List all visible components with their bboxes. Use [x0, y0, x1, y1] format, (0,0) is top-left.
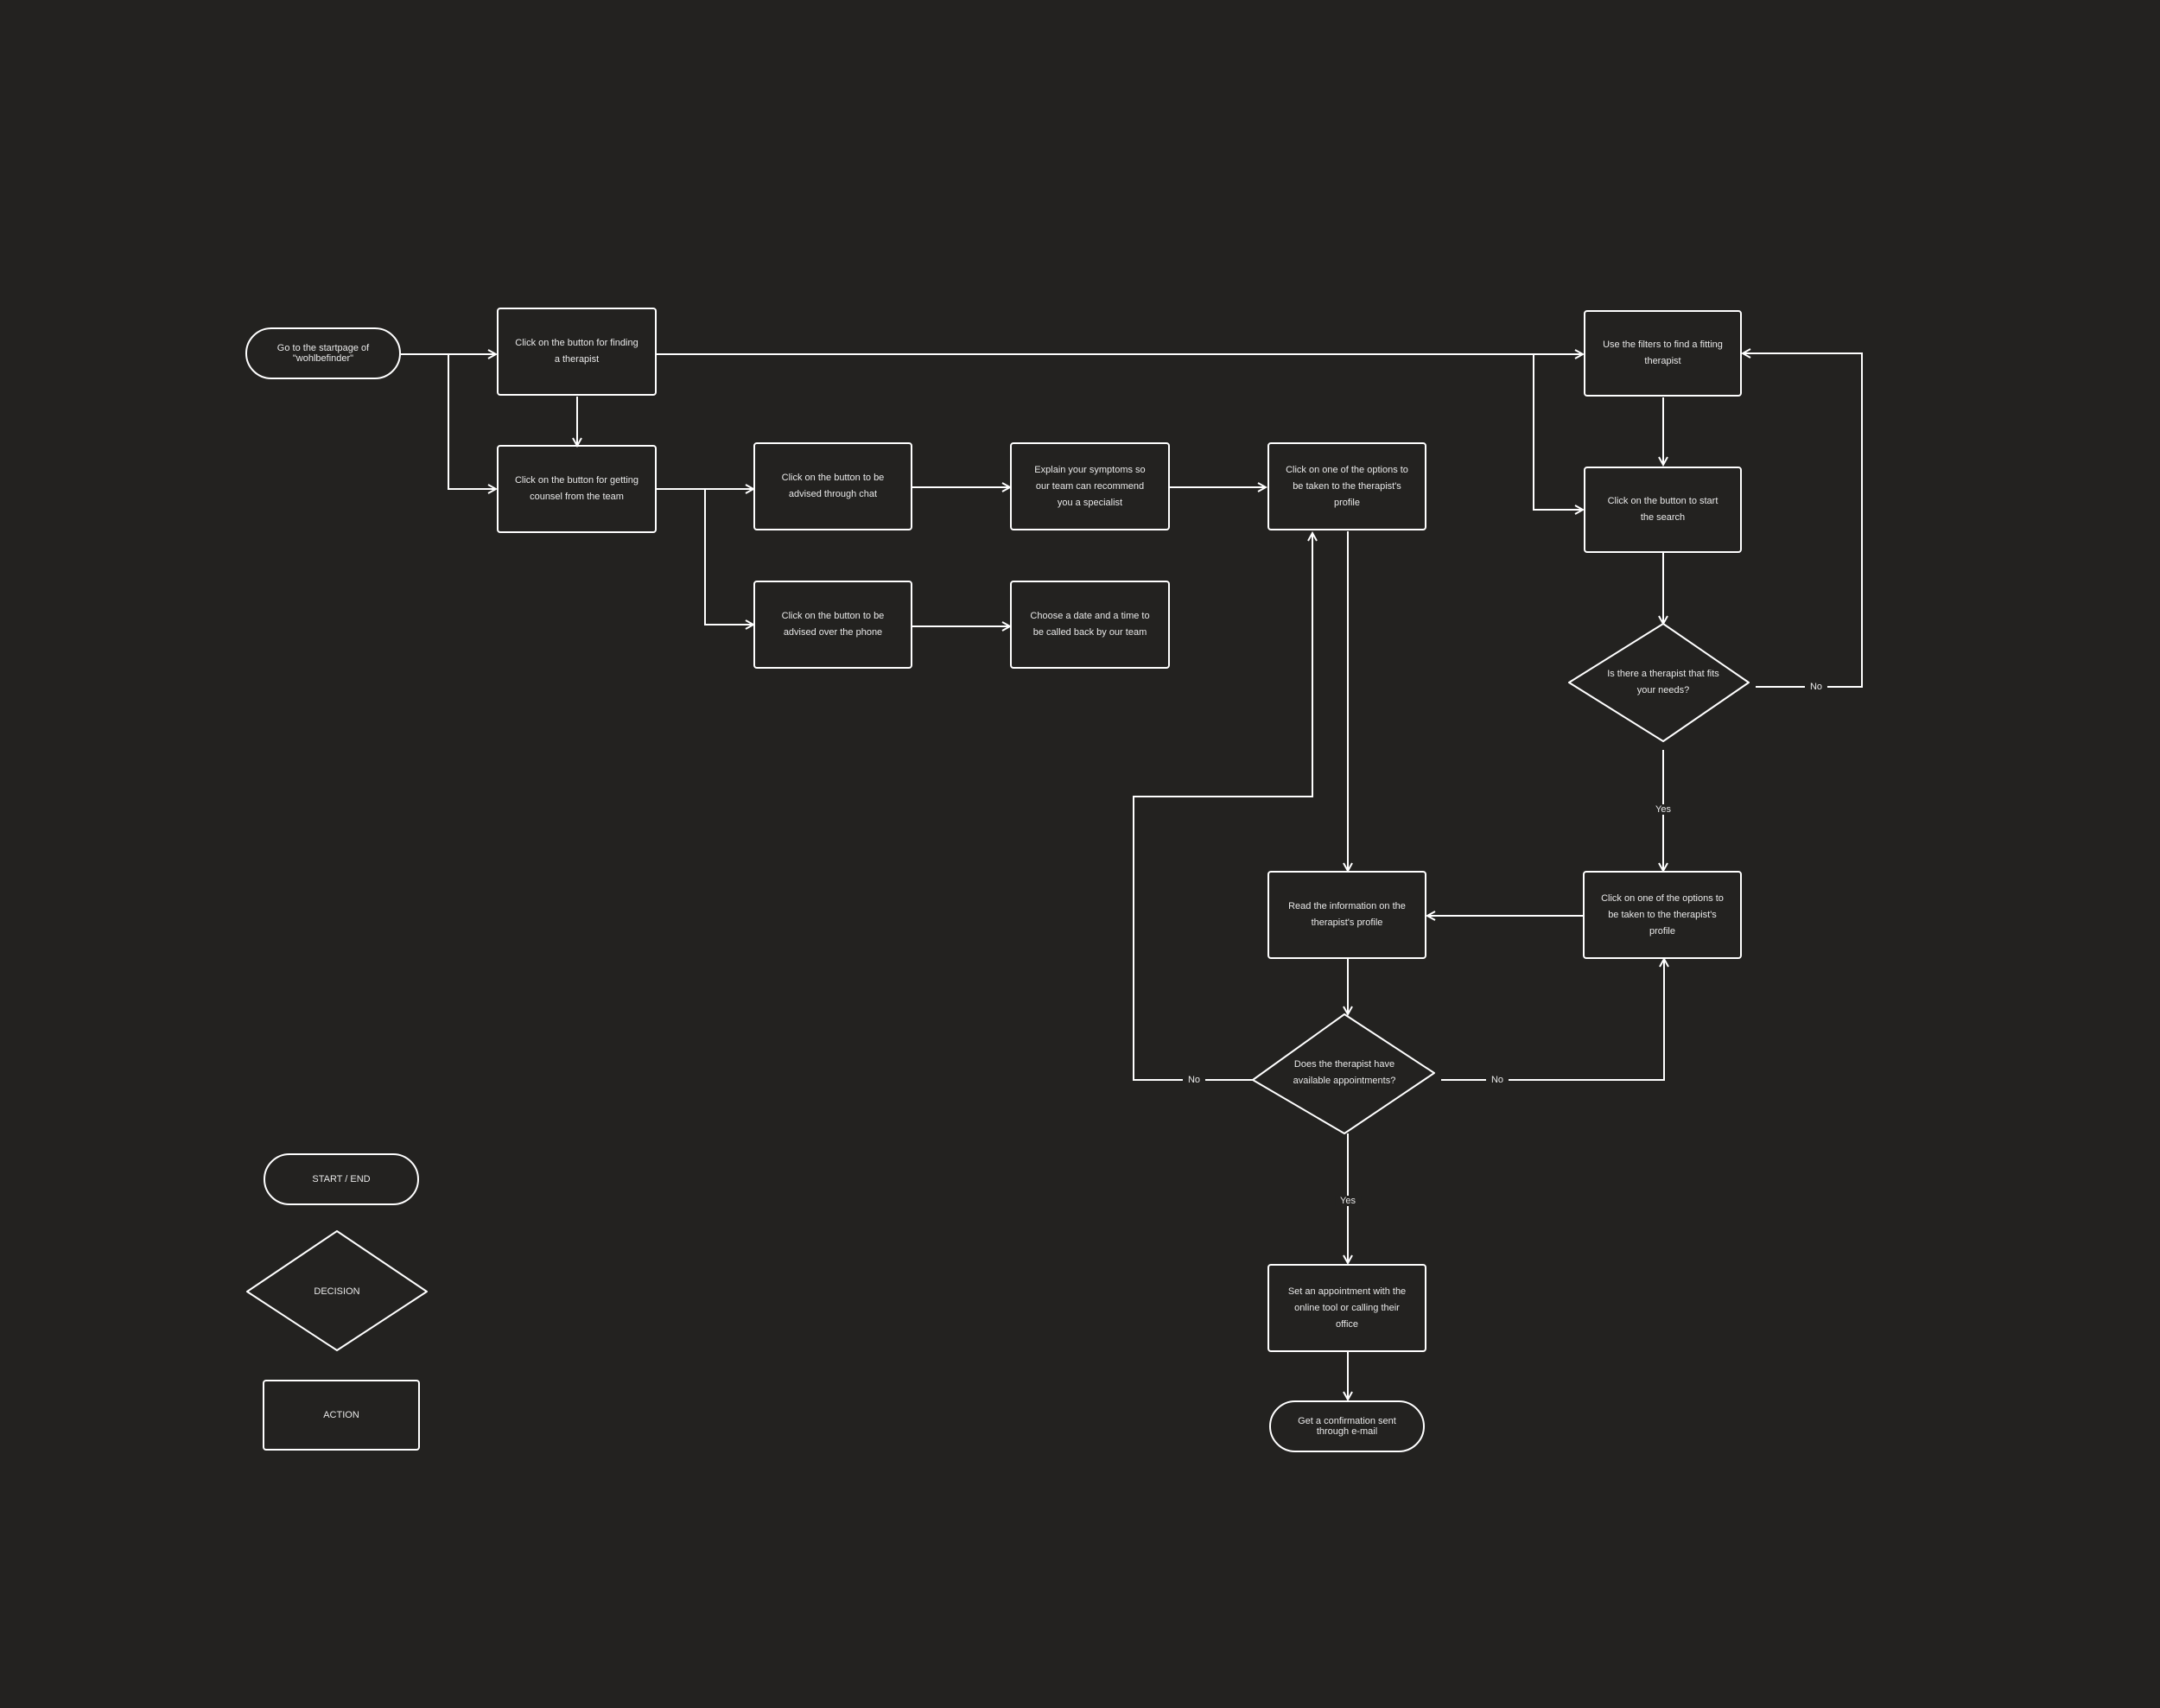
action-start-search: Click on the button to start the search — [1584, 467, 1742, 553]
action-counsel-label: Click on the button for getting counsel … — [514, 475, 639, 502]
action-phone-button: Click on the button to be advised over t… — [753, 581, 912, 669]
edge-label-appt-no-right: No — [1485, 1075, 1509, 1085]
legend-decision-shape — [246, 1230, 428, 1351]
decision-appointments: Does the therapist have available appoin… — [1262, 1047, 1426, 1099]
start-label: Go to the startpage of "wohlbefinder" — [276, 343, 370, 364]
confirmation-label: Get a confirmation sent through e-mail — [1298, 1416, 1396, 1437]
edge-label-appt-yes: Yes — [1335, 1196, 1361, 1206]
edge-label-appt-no-left: No — [1182, 1075, 1206, 1085]
action-read-profile: Read the information on the therapist's … — [1267, 871, 1426, 959]
action-set-appointment: Set an appointment with the online tool … — [1267, 1264, 1426, 1352]
action-start-search-label: Click on the button to start the search — [1607, 496, 1718, 523]
legend-action-label: ACTION — [323, 1409, 359, 1420]
action-choose-date: Choose a date and a time to be called ba… — [1010, 581, 1170, 669]
action-read-profile-label: Read the information on the therapist's … — [1288, 901, 1406, 928]
legend-start-end-label: START / END — [312, 1174, 371, 1184]
decision-fit-label: Is there a therapist that fits your need… — [1607, 669, 1719, 695]
edge-appt-no-left — [1133, 533, 1312, 1081]
action-options-search: Click on one of the options to be taken … — [1583, 871, 1742, 959]
legend-action: ACTION — [263, 1380, 420, 1451]
action-chat-button: Click on the button to be advised throug… — [753, 442, 912, 530]
end-node: Get a confirmation sent through e-mail — [1269, 1400, 1425, 1452]
action-explain-label: Explain your symptoms so our team can re… — [1034, 464, 1146, 508]
decision-fit: Is there a therapist that fits your need… — [1581, 657, 1745, 708]
action-counsel-button: Click on the button for getting counsel … — [497, 445, 657, 533]
action-chat-label: Click on the button to be advised throug… — [781, 473, 885, 499]
action-explain-symptoms: Explain your symptoms so our team can re… — [1010, 442, 1170, 530]
action-options-chat: Click on one of the options to be taken … — [1267, 442, 1426, 530]
decision-fit-shape — [1568, 623, 1750, 742]
action-find-button: Click on the button for finding a therap… — [497, 308, 657, 396]
action-options-chat-label: Click on one of the options to be taken … — [1286, 464, 1408, 508]
edge-find-to-search — [1533, 354, 1583, 510]
action-filters: Use the filters to find a fitting therap… — [1584, 310, 1742, 397]
action-options-search-label: Click on one of the options to be taken … — [1601, 892, 1724, 937]
action-find-label: Click on the button for finding a therap… — [515, 338, 638, 365]
start-node: Go to the startpage of "wohlbefinder" — [245, 327, 401, 379]
action-filters-label: Use the filters to find a fitting therap… — [1603, 340, 1723, 366]
decision-appointments-label: Does the therapist have available appoin… — [1293, 1059, 1396, 1086]
edge-label-fit-yes: Yes — [1650, 804, 1676, 815]
action-set-appointment-label: Set an appointment with the online tool … — [1287, 1286, 1407, 1330]
legend-start-end: START / END — [264, 1153, 419, 1205]
edge-appt-no-right — [1441, 959, 1664, 1081]
edge-start-to-counsel — [448, 354, 496, 489]
legend-decision-label: DECISION — [314, 1286, 360, 1297]
edge-counsel-to-phone — [704, 489, 753, 625]
action-phone-label: Click on the button to be advised over t… — [781, 611, 885, 638]
decision-appointments-shape — [1252, 1013, 1435, 1134]
legend-decision: DECISION — [259, 1279, 415, 1305]
action-choose-date-label: Choose a date and a time to be called ba… — [1030, 611, 1150, 638]
edge-fit-no-to-filters — [1743, 353, 1863, 688]
edge-label-fit-no: No — [1804, 682, 1828, 692]
